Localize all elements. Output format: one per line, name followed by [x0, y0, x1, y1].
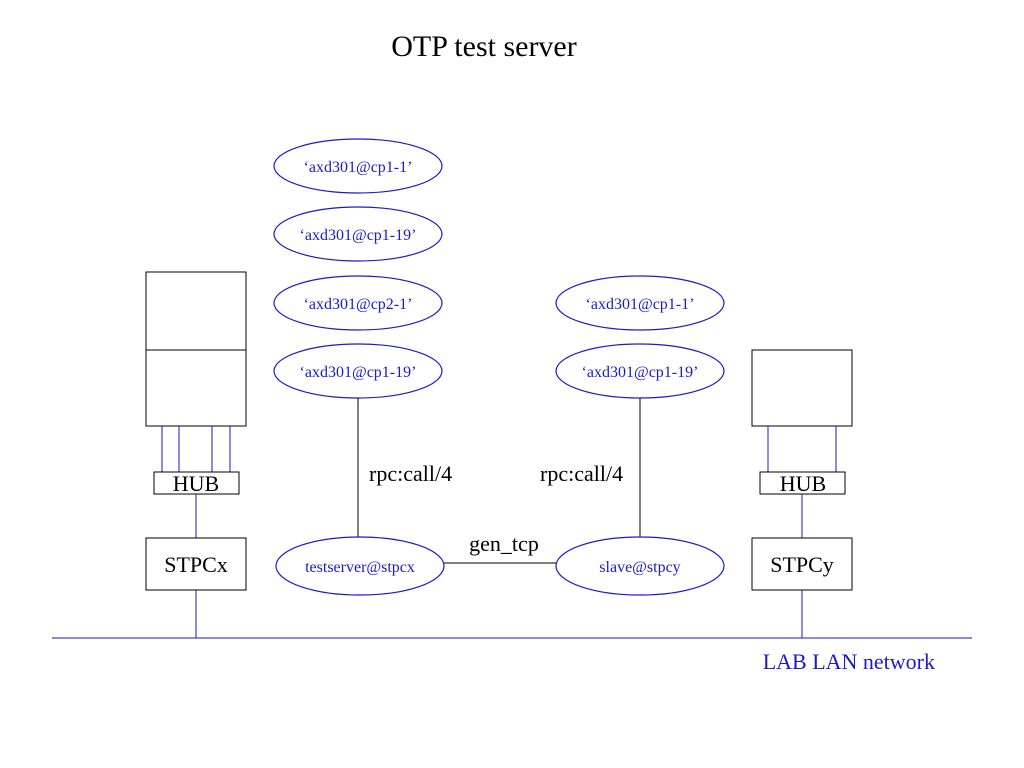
- slave-label: slave@stpcy: [599, 559, 680, 576]
- stpcy-box: [751, 537, 853, 591]
- lan-label: LAB LAN network: [763, 649, 935, 674]
- right-node-ellipse: [555, 275, 725, 331]
- testserver-label: testserver@stpcx: [305, 559, 415, 576]
- stpcy-label: STPCy: [770, 552, 834, 577]
- right-rack-box: [751, 349, 853, 427]
- left-node-ellipse: [273, 206, 443, 262]
- left-node-ellipse: [273, 138, 443, 194]
- left-node-label: ‘axd301@cp1-1’: [304, 159, 413, 176]
- stpcx-box: [145, 537, 247, 591]
- left-node-label: ‘axd301@cp1-19’: [300, 364, 417, 381]
- slave-ellipse: [555, 536, 725, 596]
- left-node-label: ‘axd301@cp2-1’: [304, 296, 413, 313]
- right-node-label: ‘axd301@cp1-1’: [586, 296, 695, 313]
- rpc-right-label: rpc:call/4: [540, 461, 623, 486]
- page-title: OTP test server: [391, 30, 577, 63]
- left-rack-top-box: [145, 271, 247, 351]
- left-rack-bottom-box: [145, 349, 247, 427]
- rpc-left-label: rpc:call/4: [369, 461, 452, 486]
- left-node-ellipse: [273, 275, 443, 331]
- left-hub-label: HUB: [173, 471, 219, 496]
- gen-tcp-label: gen_tcp: [469, 531, 539, 556]
- right-hub-label: HUB: [780, 471, 826, 496]
- right-node-label: ‘axd301@cp1-19’: [582, 364, 699, 381]
- left-node-label: ‘axd301@cp1-19’: [300, 227, 417, 244]
- testserver-ellipse: [275, 536, 445, 596]
- stpcx-label: STPCx: [164, 552, 228, 577]
